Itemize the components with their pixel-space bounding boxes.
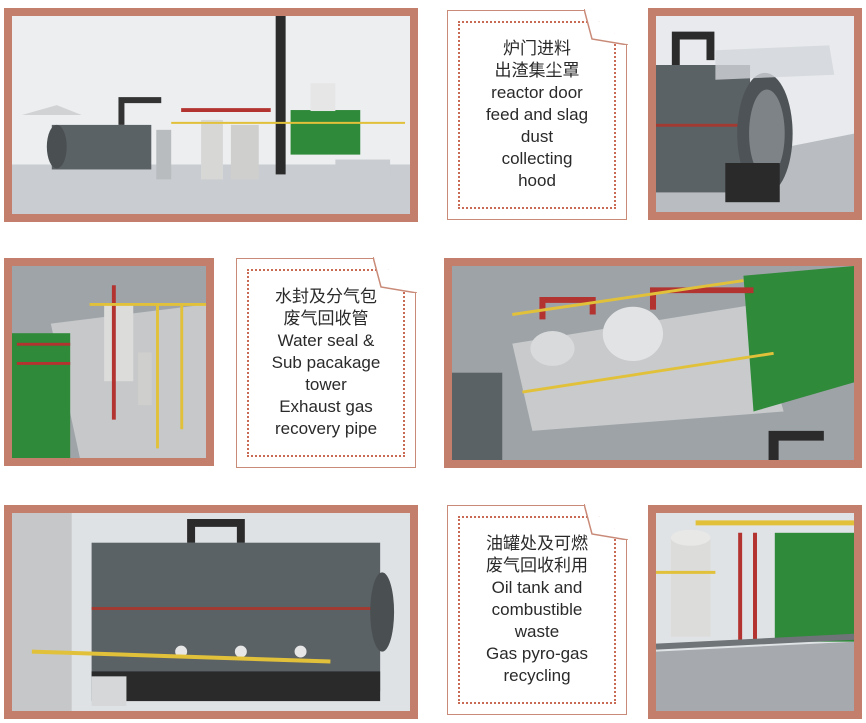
folded-corner-icon: [584, 9, 628, 45]
note-line: hood: [518, 171, 556, 190]
note-line: recycling: [503, 666, 571, 685]
note-line: 废气回收利用: [486, 556, 588, 575]
note-line: waste: [514, 622, 560, 641]
plant-render-icon: [12, 513, 410, 711]
note-line: 水封及分气包: [275, 287, 377, 306]
reactor-door-image: [648, 8, 862, 220]
folded-corner-icon: [373, 257, 417, 293]
note-line: Oil tank and: [491, 578, 583, 597]
plant-overview-image: [4, 8, 418, 222]
note-line: reactor door: [491, 83, 583, 102]
note-line: Sub pacakage: [271, 353, 381, 372]
note-line: 废气回收管: [283, 309, 369, 328]
platform-separator-image: [444, 258, 862, 468]
plant-render-icon: [656, 16, 854, 212]
note-line: combustible: [491, 600, 583, 619]
note-line: tower: [305, 375, 347, 394]
note-line: Gas pyro-gas: [485, 644, 589, 663]
folded-corner-icon: [584, 504, 628, 540]
plant-render-icon: [656, 513, 854, 711]
note-line: Water seal &: [277, 331, 375, 350]
water-seal-tower-image: [4, 258, 214, 466]
note-line: 出渣集尘罩: [494, 61, 580, 80]
oil-tank-note: 油罐处及可燃 废气回收利用 Oil tank and combustible w…: [447, 504, 628, 715]
plant-render-icon: [12, 16, 410, 214]
plant-render-icon: [12, 266, 206, 458]
note-line: 油罐处及可燃: [486, 534, 588, 553]
note-line: feed and slag: [485, 105, 589, 124]
note-line: recovery pipe: [274, 419, 378, 438]
plant-render-icon: [452, 266, 854, 460]
note-line: dust: [520, 127, 554, 146]
reactor-side-view-image: [4, 505, 418, 719]
note-line: 炉门进料: [503, 39, 571, 58]
oil-tank-image: [648, 505, 862, 719]
note-line: Exhaust gas: [279, 397, 373, 416]
water-seal-note: 水封及分气包 废气回收管 Water seal & Sub pacakage t…: [236, 257, 417, 468]
reactor-door-note: 炉门进料 出渣集尘罩 reactor door feed and slag du…: [447, 9, 628, 220]
note-line: collecting: [501, 149, 573, 168]
